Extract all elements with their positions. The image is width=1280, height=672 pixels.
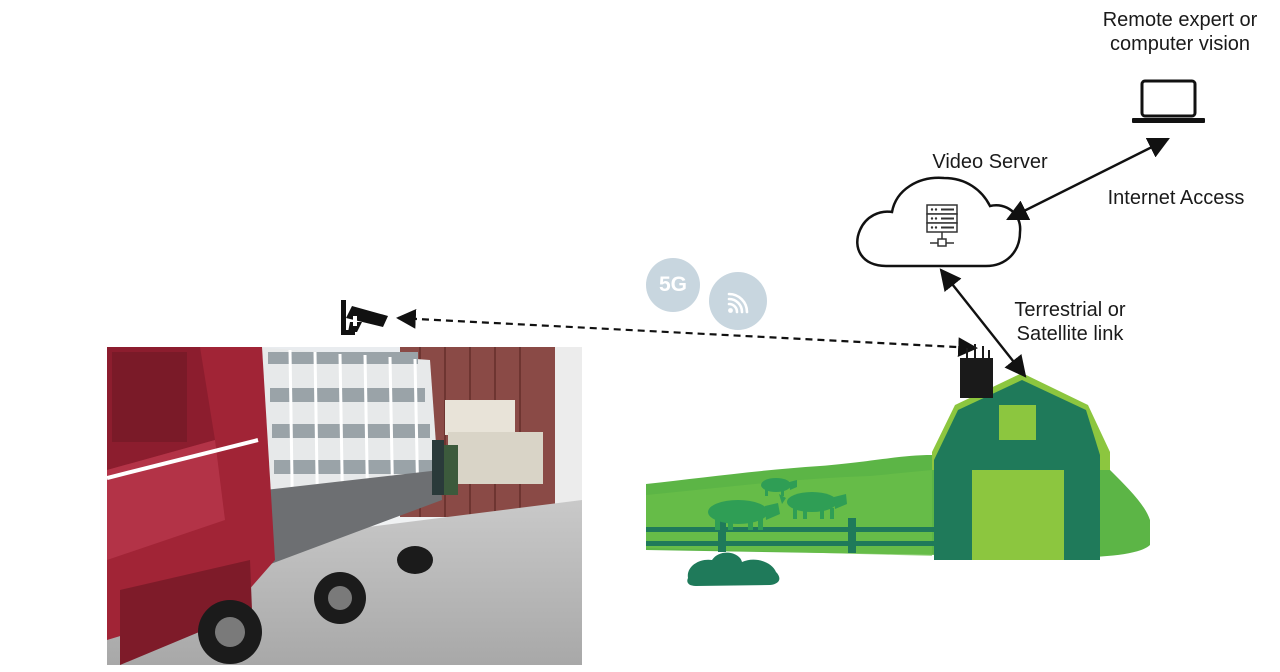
security-camera-icon: [341, 300, 388, 335]
5g-badge: 5G: [646, 258, 700, 312]
wireless-link-arrow: [396, 309, 978, 357]
internet-access-label: Internet Access: [1107, 187, 1245, 209]
pig: [708, 500, 780, 530]
video-server-label: Video Server: [932, 151, 1048, 173]
laptop-icon: [1132, 79, 1205, 123]
remote-expert-line1: Remote expert or: [1102, 9, 1258, 31]
wifi-badge: [709, 272, 767, 330]
pig: [779, 492, 847, 519]
remote-expert-label: Remote expert or computer vision: [1085, 8, 1275, 56]
terrestrial-line2: Satellite link: [1016, 323, 1124, 345]
internet-access-arrow: [1006, 137, 1170, 221]
terrestrial-line1: Terrestrial or: [1014, 299, 1126, 321]
terrestrial-link-arrow: [939, 268, 1027, 378]
wifi-icon: [727, 292, 749, 314]
5g-label: 5G: [658, 273, 687, 296]
router-antenna-icon: [960, 344, 993, 398]
server-icon: [926, 204, 958, 247]
farm-illustration: [646, 344, 1150, 586]
terrestrial-link-label: Terrestrial or Satellite link: [995, 298, 1145, 346]
pig: [761, 478, 797, 496]
barn: [932, 373, 1110, 560]
truck-photo: [107, 347, 582, 665]
remote-expert-line2: computer vision: [1109, 33, 1251, 55]
